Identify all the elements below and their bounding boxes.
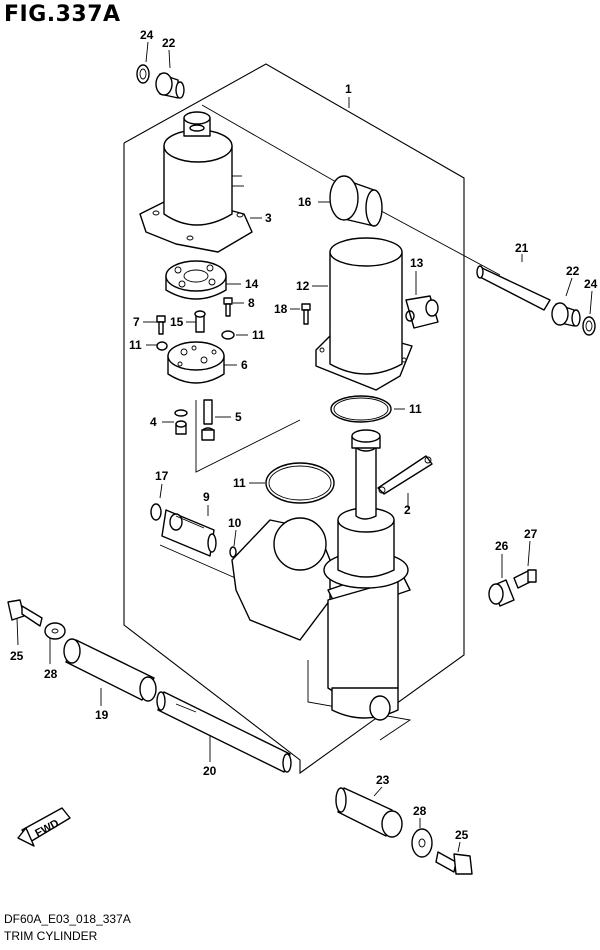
- callout-7: 7: [133, 315, 140, 329]
- callout-4: 4: [150, 415, 157, 429]
- bolt-7: [156, 315, 166, 335]
- callout-20: 20: [203, 764, 217, 778]
- callout-11-a: 11: [252, 328, 265, 342]
- bushing-16: [329, 175, 383, 227]
- relief-valve-5: [201, 399, 215, 441]
- tube-19: [63, 638, 157, 702]
- figure-title: FIG.337A: [4, 2, 121, 27]
- callout-9: 9: [203, 490, 210, 504]
- callout-11-c: 11: [409, 402, 422, 416]
- callout-25-a: 25: [10, 649, 24, 663]
- snap-ring-24-right: [582, 316, 596, 336]
- fitting-13: [405, 295, 439, 329]
- washer-28-bottom: [411, 828, 433, 858]
- manual-valve-9: [161, 509, 217, 557]
- o-ring-10: [229, 546, 237, 558]
- callout-22-a: 22: [162, 36, 176, 50]
- bolt-27: [513, 569, 537, 589]
- callout-23: 23: [376, 773, 390, 787]
- callout-17: 17: [155, 469, 169, 483]
- valve-body-6: [167, 341, 225, 384]
- snap-ring-24-top: [136, 64, 150, 84]
- callout-18: 18: [274, 302, 288, 316]
- callout-labels: 1 2 3 4 5 6 7 8 9 10 11 11 11 11 12 13 1…: [10, 28, 598, 842]
- o-ring-11-small-right: [221, 330, 235, 340]
- pin-21: [476, 265, 551, 311]
- callout-11-d: 11: [233, 476, 246, 490]
- callout-5: 5: [235, 410, 242, 424]
- callout-15: 15: [170, 315, 184, 329]
- bushing-22-right: [551, 302, 581, 327]
- trim-motor-3: [139, 111, 253, 253]
- pump-plate-14: [165, 260, 227, 300]
- callout-25-b: 25: [455, 828, 469, 842]
- callout-28-b: 28: [413, 804, 427, 818]
- fwd-direction-badge: FWD: [17, 807, 71, 847]
- callout-10: 10: [228, 516, 242, 530]
- callout-2: 2: [404, 503, 411, 517]
- o-ring-11-large-right: [330, 395, 392, 423]
- bracket-2: [377, 455, 433, 495]
- callout-3: 3: [265, 211, 272, 225]
- callout-6: 6: [241, 358, 248, 372]
- shaft-20: [156, 691, 292, 773]
- snap-ring-17: [150, 503, 162, 521]
- callout-27: 27: [524, 527, 538, 541]
- bushing-22-top: [155, 72, 185, 99]
- bolt-18: [301, 303, 311, 325]
- callout-24-b: 24: [584, 277, 598, 291]
- callout-1: 1: [345, 82, 352, 96]
- bolt-25-left: [7, 599, 43, 627]
- callout-12: 12: [296, 279, 310, 293]
- callout-21: 21: [515, 241, 529, 255]
- callout-22-b: 22: [566, 264, 580, 278]
- plug-4: [174, 409, 188, 435]
- callout-26: 26: [495, 539, 509, 553]
- callout-28-a: 28: [44, 667, 58, 681]
- callout-19: 19: [95, 708, 109, 722]
- callout-13: 13: [410, 256, 424, 270]
- collar-26: [488, 579, 515, 607]
- cylinder-body: [231, 429, 411, 721]
- callout-24-a: 24: [140, 28, 154, 42]
- callout-11-b: 11: [129, 338, 142, 352]
- callout-14: 14: [245, 277, 259, 291]
- o-ring-11-large-left: [265, 462, 335, 504]
- callout-8: 8: [248, 296, 255, 310]
- reservoir-12: [315, 237, 413, 391]
- valve-15: [194, 310, 206, 333]
- callout-16: 16: [298, 195, 312, 209]
- bolt-8: [223, 297, 233, 317]
- bushing-23: [335, 787, 403, 838]
- washer-28-left: [44, 622, 66, 640]
- o-ring-11-small-left: [156, 341, 168, 351]
- drawing-caption: TRIM CYLINDER: [4, 929, 98, 943]
- bolt-25-bottom: [435, 851, 473, 875]
- drawing-code: DF60A_E03_018_337A: [4, 912, 131, 926]
- leader-lines: [16, 41, 593, 853]
